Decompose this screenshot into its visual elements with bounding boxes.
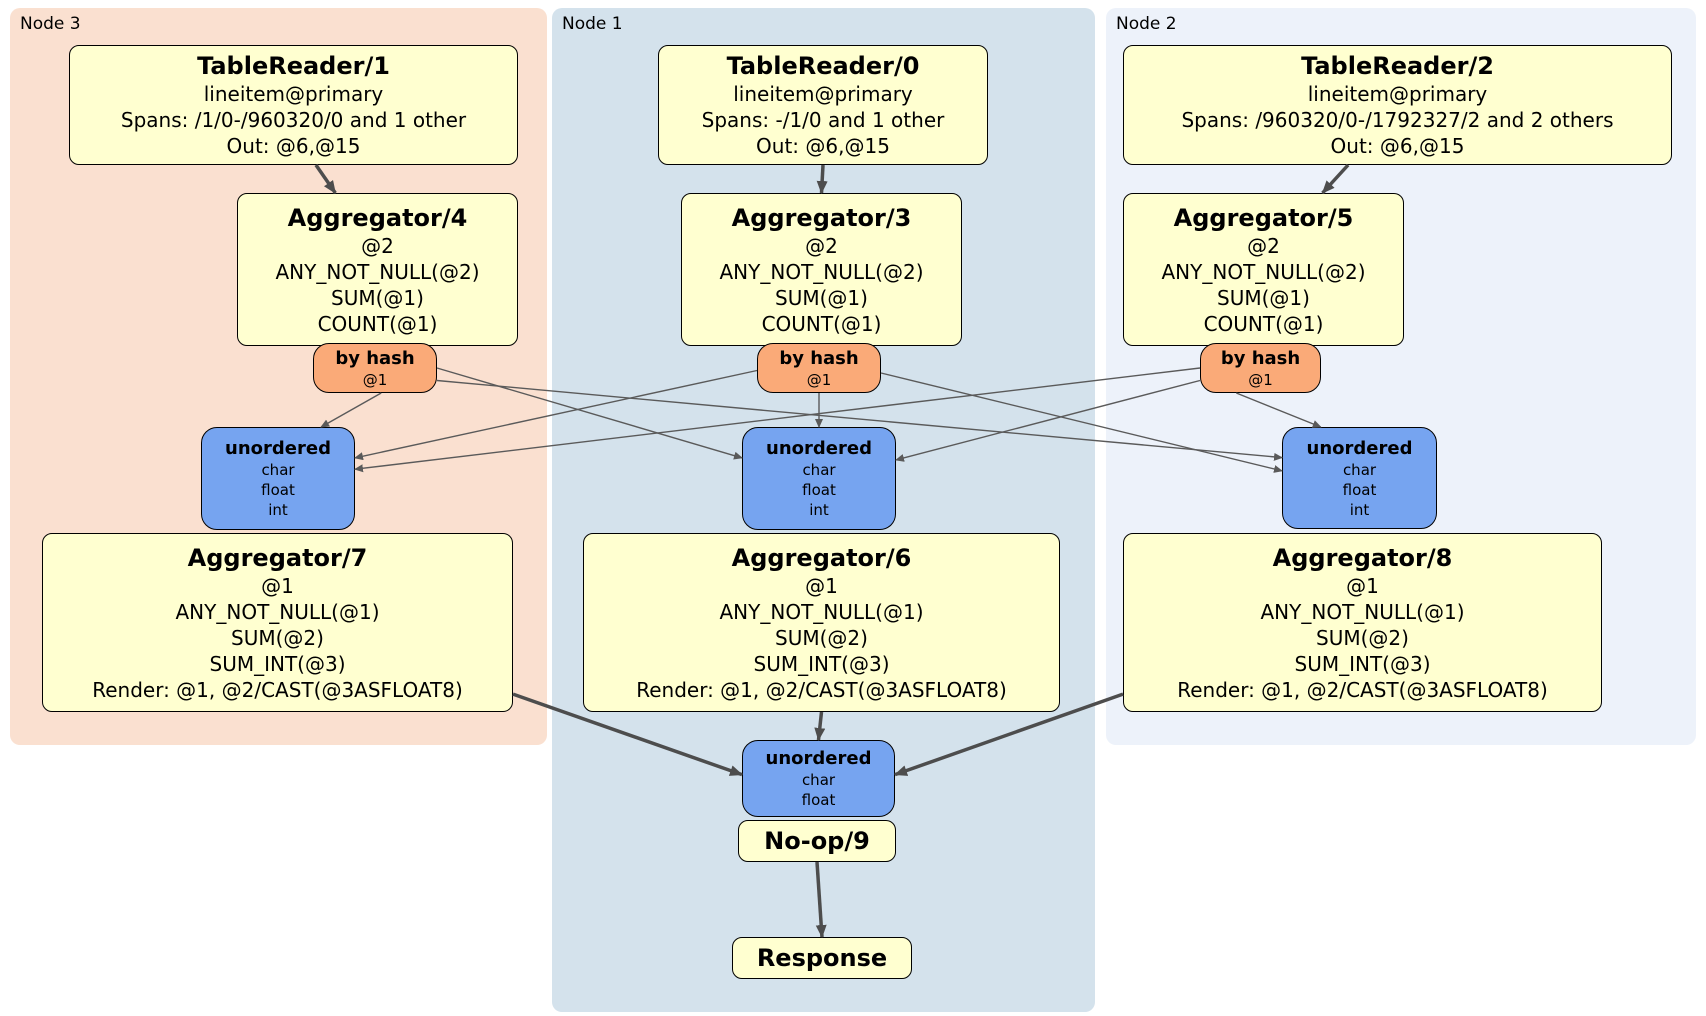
box-line: float — [1342, 480, 1377, 499]
box-line: ANY_NOT_NULL(@2) — [275, 259, 480, 284]
box-line: Render: @1, @2/CAST(@3ASFLOAT8) — [92, 677, 463, 702]
aggregator-8-box: Aggregator/8 @1 ANY_NOT_NULL(@1) SUM(@2)… — [1123, 533, 1602, 712]
final-unordered-sync: unordered char float — [742, 740, 895, 817]
box-line: SUM(@1) — [775, 285, 868, 310]
aggregator-4-box: Aggregator/4 @2 ANY_NOT_NULL(@2) SUM(@1)… — [237, 193, 518, 346]
box-line: SUM_INT(@3) — [209, 651, 346, 676]
noop-9-box: No-op/9 — [738, 820, 896, 862]
box-line: float — [801, 791, 836, 809]
box-line: ANY_NOT_NULL(@1) — [1260, 599, 1465, 624]
unordered-sync-node1: unordered char float int — [742, 427, 896, 530]
box-line: SUM(@2) — [1316, 625, 1409, 650]
box-line: char — [261, 461, 295, 479]
tablereader-0-box: TableReader/0 lineitem@primary Spans: -/… — [658, 45, 988, 165]
box-line: SUM_INT(@3) — [1294, 651, 1431, 676]
box-line: SUM(@2) — [231, 625, 324, 650]
box-line: SUM(@1) — [1217, 285, 1310, 310]
hash-router-node3: by hash @1 — [313, 343, 437, 393]
box-title: Aggregator/3 — [731, 203, 912, 232]
box-line: Spans: -/1/0 and 1 other — [701, 108, 945, 132]
box-line: lineitem@primary — [733, 82, 913, 106]
box-line: COUNT(@1) — [317, 311, 438, 336]
hash-router-node1: by hash @1 — [757, 343, 881, 393]
box-line: Out: @6,@15 — [1330, 134, 1465, 158]
box-line: SUM(@2) — [775, 625, 868, 650]
box-title: unordered — [1306, 437, 1413, 459]
box-title: unordered — [225, 438, 331, 459]
hash-router-node2: by hash @1 — [1200, 343, 1321, 393]
box-line: @1 — [1346, 573, 1379, 598]
box-title: by hash — [335, 347, 415, 369]
box-title: unordered — [766, 438, 872, 459]
box-line: @2 — [805, 233, 838, 258]
aggregator-3-box: Aggregator/3 @2 ANY_NOT_NULL(@2) SUM(@1)… — [681, 193, 962, 346]
box-line: @1 — [1248, 370, 1273, 389]
aggregator-7-box: Aggregator/7 @1 ANY_NOT_NULL(@1) SUM(@2)… — [42, 533, 513, 712]
aggregator-5-box: Aggregator/5 @2 ANY_NOT_NULL(@2) SUM(@1)… — [1123, 193, 1404, 346]
box-line: @2 — [361, 233, 394, 258]
box-title: TableReader/1 — [197, 52, 390, 80]
box-line: char — [801, 771, 836, 789]
box-title: Aggregator/7 — [187, 543, 368, 572]
box-line: float — [261, 481, 295, 499]
box-title: No-op/9 — [764, 827, 870, 855]
box-title: TableReader/0 — [726, 52, 920, 80]
box-title: Response — [756, 944, 888, 972]
box-line: float — [802, 481, 836, 499]
box-title: by hash — [1220, 347, 1301, 369]
box-line: ANY_NOT_NULL(@1) — [719, 599, 924, 624]
response-box: Response — [732, 937, 912, 979]
box-title: Aggregator/8 — [1272, 543, 1453, 572]
tablereader-1-box: TableReader/1 lineitem@primary Spans: /1… — [69, 45, 518, 165]
box-line: char — [802, 461, 836, 479]
box-line: SUM_INT(@3) — [753, 651, 890, 676]
box-title: by hash — [779, 347, 859, 369]
box-line: COUNT(@1) — [761, 311, 882, 336]
box-line: lineitem@primary — [203, 82, 384, 106]
tablereader-2-box: TableReader/2 lineitem@primary Spans: /9… — [1123, 45, 1672, 165]
box-line: Render: @1, @2/CAST(@3ASFLOAT8) — [1177, 677, 1548, 702]
box-line: int — [268, 501, 288, 519]
box-line: @1 — [362, 370, 388, 389]
box-line: char — [1342, 460, 1377, 479]
box-line: ANY_NOT_NULL(@1) — [175, 599, 380, 624]
box-title: Aggregator/4 — [287, 203, 468, 232]
box-title: Aggregator/5 — [1173, 203, 1354, 232]
box-line: @2 — [1247, 233, 1280, 258]
box-line: @1 — [806, 370, 832, 389]
node2-label: Node 2 — [1116, 14, 1177, 34]
box-line: COUNT(@1) — [1203, 311, 1324, 336]
box-title: unordered — [765, 748, 872, 769]
box-title: Aggregator/6 — [731, 543, 912, 572]
box-line: ANY_NOT_NULL(@2) — [1161, 259, 1366, 284]
aggregator-6-box: Aggregator/6 @1 ANY_NOT_NULL(@1) SUM(@2)… — [583, 533, 1060, 712]
box-line: SUM(@1) — [331, 285, 424, 310]
box-line: ANY_NOT_NULL(@2) — [719, 259, 924, 284]
box-line: Spans: /960320/0-/1792327/2 and 2 others — [1181, 108, 1614, 132]
box-line: Out: @6,@15 — [756, 134, 890, 158]
unordered-sync-node2: unordered char float int — [1282, 427, 1437, 529]
box-line: int — [809, 501, 829, 519]
box-line: Render: @1, @2/CAST(@3ASFLOAT8) — [636, 677, 1007, 702]
node3-label: Node 3 — [20, 14, 81, 34]
box-title: TableReader/2 — [1301, 52, 1494, 80]
unordered-sync-node3: unordered char float int — [201, 427, 355, 530]
box-line: Out: @6,@15 — [226, 134, 361, 158]
box-line: Spans: /1/0-/960320/0 and 1 other — [120, 108, 467, 132]
box-line: lineitem@primary — [1307, 82, 1488, 106]
box-line: int — [1349, 500, 1370, 519]
box-line: @1 — [261, 573, 294, 598]
node1-label: Node 1 — [562, 14, 623, 34]
box-line: @1 — [805, 573, 838, 598]
